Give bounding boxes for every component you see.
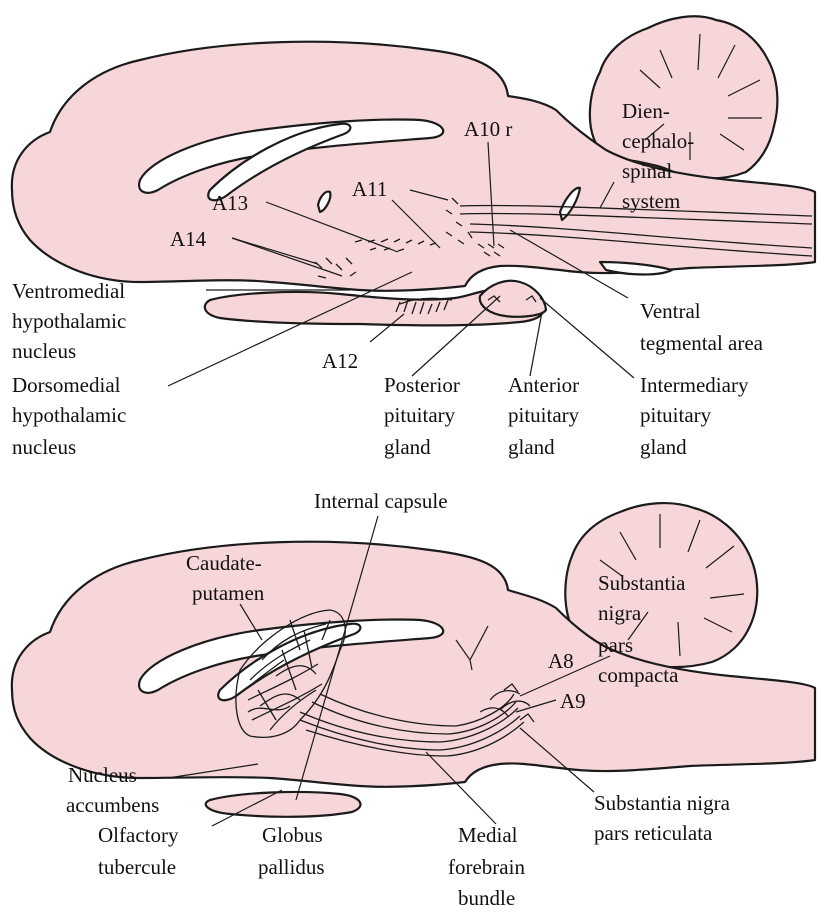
label-diencephalospinal-4: system	[622, 189, 680, 213]
label-intermediary-1: Intermediary	[640, 373, 749, 397]
label-olfactory-1: Olfactory	[98, 823, 179, 847]
label-a9: A9	[560, 689, 586, 713]
label-posterior-3: gland	[384, 435, 431, 459]
label-diencephalospinal-2: cephalo-	[622, 129, 694, 153]
label-ventromedial-3: nucleus	[12, 339, 76, 363]
label-snr-1: Substantia nigra	[594, 791, 731, 815]
label-accumbens-2: accumbens	[66, 793, 159, 817]
label-caudate-1: Caudate-	[186, 551, 262, 575]
label-posterior-2: pituitary	[384, 403, 456, 427]
label-diencephalospinal-1: Dien-	[622, 99, 670, 123]
top-cerebellum	[590, 16, 778, 178]
label-anterior-3: gland	[508, 435, 555, 459]
label-a10r: A10 r	[464, 117, 512, 141]
label-intermediary-3: gland	[640, 435, 687, 459]
label-mfb-2: forebrain	[448, 855, 525, 879]
dorsomedial-leader	[168, 272, 412, 386]
label-intermediary-2: pituitary	[640, 403, 712, 427]
label-snr-2: pars reticulata	[594, 821, 713, 845]
intermediary-leader	[540, 298, 634, 378]
label-a14: A14	[170, 227, 207, 251]
label-a13: A13	[212, 191, 248, 215]
label-dorsomedial-3: nucleus	[12, 435, 76, 459]
label-caudate-2: putamen	[192, 581, 265, 605]
label-ventromedial-1: Ventromedial	[12, 279, 125, 303]
label-anterior-2: pituitary	[508, 403, 580, 427]
label-accumbens-1: Nucleus	[68, 763, 137, 787]
bottom-olfactory-floor	[206, 792, 361, 817]
label-globus-2: pallidus	[258, 855, 325, 879]
label-posterior-1: Posterior	[384, 373, 460, 397]
label-dorsomedial-1: Dorsomedial	[12, 373, 121, 397]
label-a12: A12	[322, 349, 358, 373]
label-a8: A8	[548, 649, 574, 673]
label-mfb-1: Medial	[458, 823, 518, 847]
anterior-leader	[530, 312, 542, 376]
label-olfactory-2: tubercule	[98, 855, 176, 879]
label-internal-capsule: Internal capsule	[314, 489, 448, 513]
label-dorsomedial-2: hypothalamic	[12, 403, 126, 427]
label-ventromedial-2: hypothalamic	[12, 309, 126, 333]
label-mfb-3: bundle	[458, 886, 515, 910]
label-snc-2: nigra	[598, 601, 642, 625]
label-anterior-1: Anterior	[508, 373, 579, 397]
label-diencephalospinal-3: spinal	[622, 159, 672, 183]
label-vta-2: tegmental area	[640, 331, 764, 355]
label-snc-3: pars	[598, 633, 633, 657]
label-globus-1: Globus	[262, 823, 323, 847]
label-a11: A11	[352, 177, 387, 201]
label-snc-1: Substantia	[598, 571, 686, 595]
label-snc-4: compacta	[598, 663, 679, 687]
label-vta-1: Ventral	[640, 299, 701, 323]
